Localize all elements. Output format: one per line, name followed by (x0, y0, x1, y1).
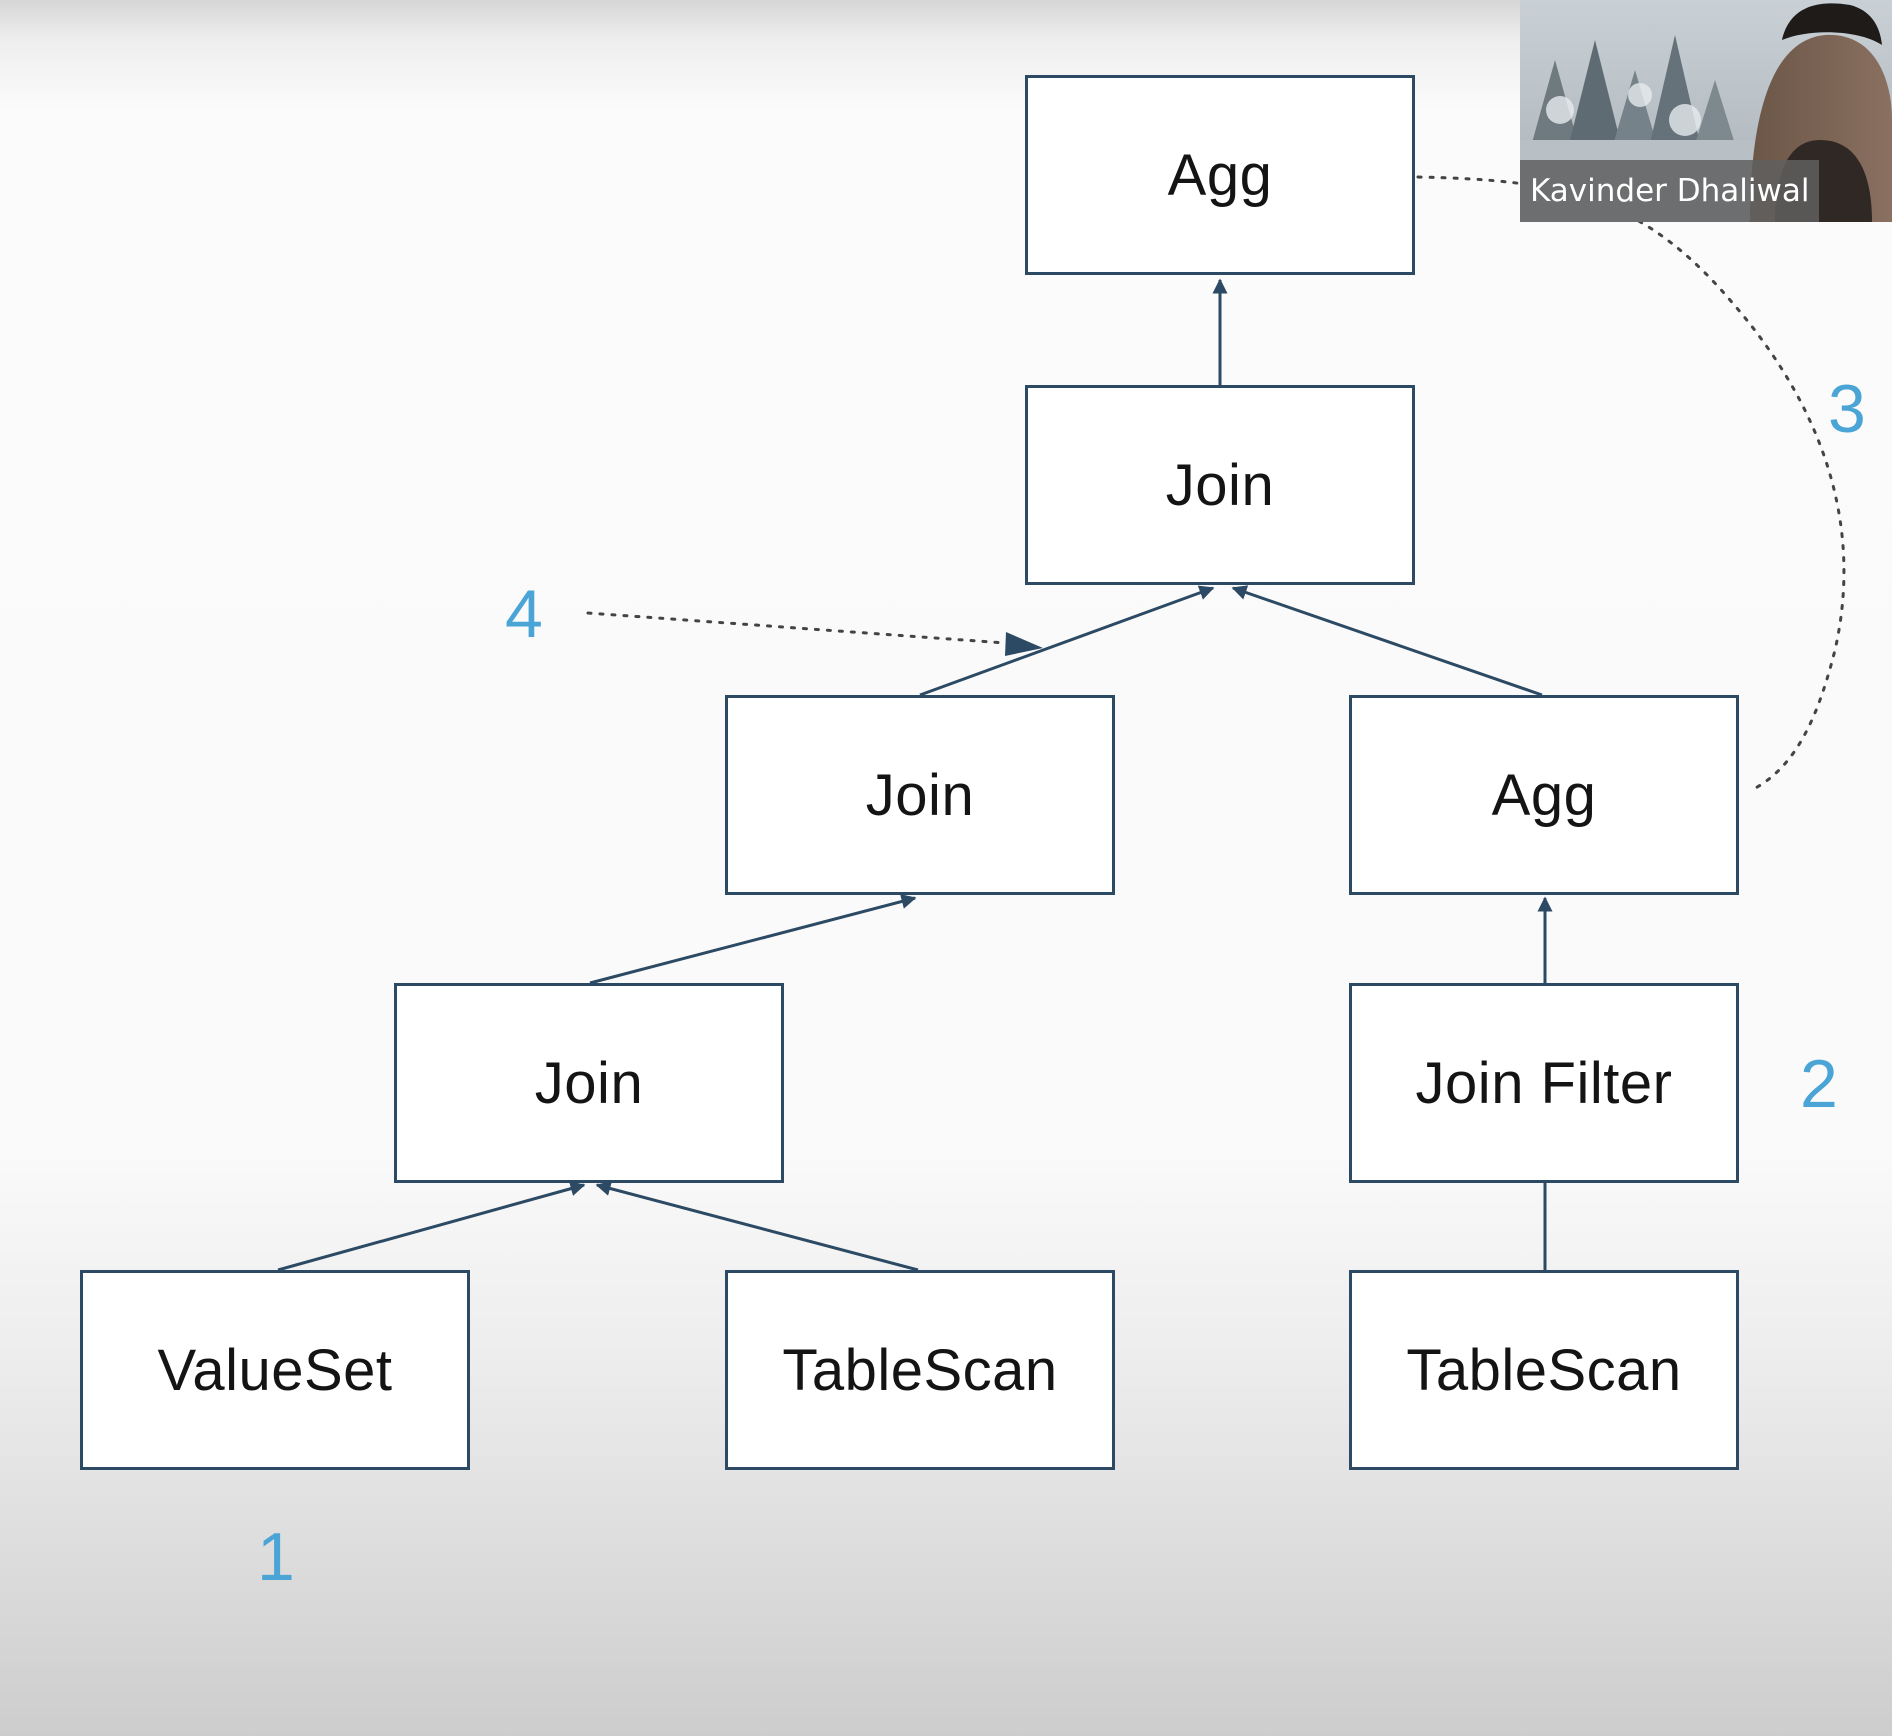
dotted-curve-step3 (1416, 175, 1846, 792)
dotted-arrowhead-step4 (1005, 632, 1043, 656)
step-number-4: 4 (505, 576, 543, 652)
join-filter-node: Join Filter (1349, 983, 1739, 1183)
webcam-video-tile: Kavinder Dhaliwal (1520, 0, 1892, 222)
agg-node-top: Agg (1025, 75, 1415, 275)
step-number-1: 1 (257, 1519, 295, 1595)
tablescan-node-right: TableScan (1349, 1270, 1739, 1470)
arrow-agg-right-to-join-top (1231, 585, 1543, 697)
participant-name-label: Kavinder Dhaliwal (1520, 160, 1820, 222)
arrow-join-mid-to-join-top (919, 585, 1215, 697)
arrow-tablescan-mid-to-join-low (595, 1181, 919, 1272)
step-number-3: 3 (1828, 371, 1866, 447)
tablescan-node-mid: TableScan (725, 1270, 1115, 1470)
arrow-valueset-to-join-low (277, 1181, 586, 1272)
agg-node-right: Agg (1349, 695, 1739, 895)
join-node-low: Join (394, 983, 784, 1183)
valueset-node: ValueSet (80, 1270, 470, 1470)
step-number-2: 2 (1800, 1046, 1838, 1122)
dotted-line-step4 (586, 611, 1007, 645)
join-node-mid: Join (725, 695, 1115, 895)
join-node-top: Join (1025, 385, 1415, 585)
arrow-join-low-to-join-mid (589, 894, 917, 985)
